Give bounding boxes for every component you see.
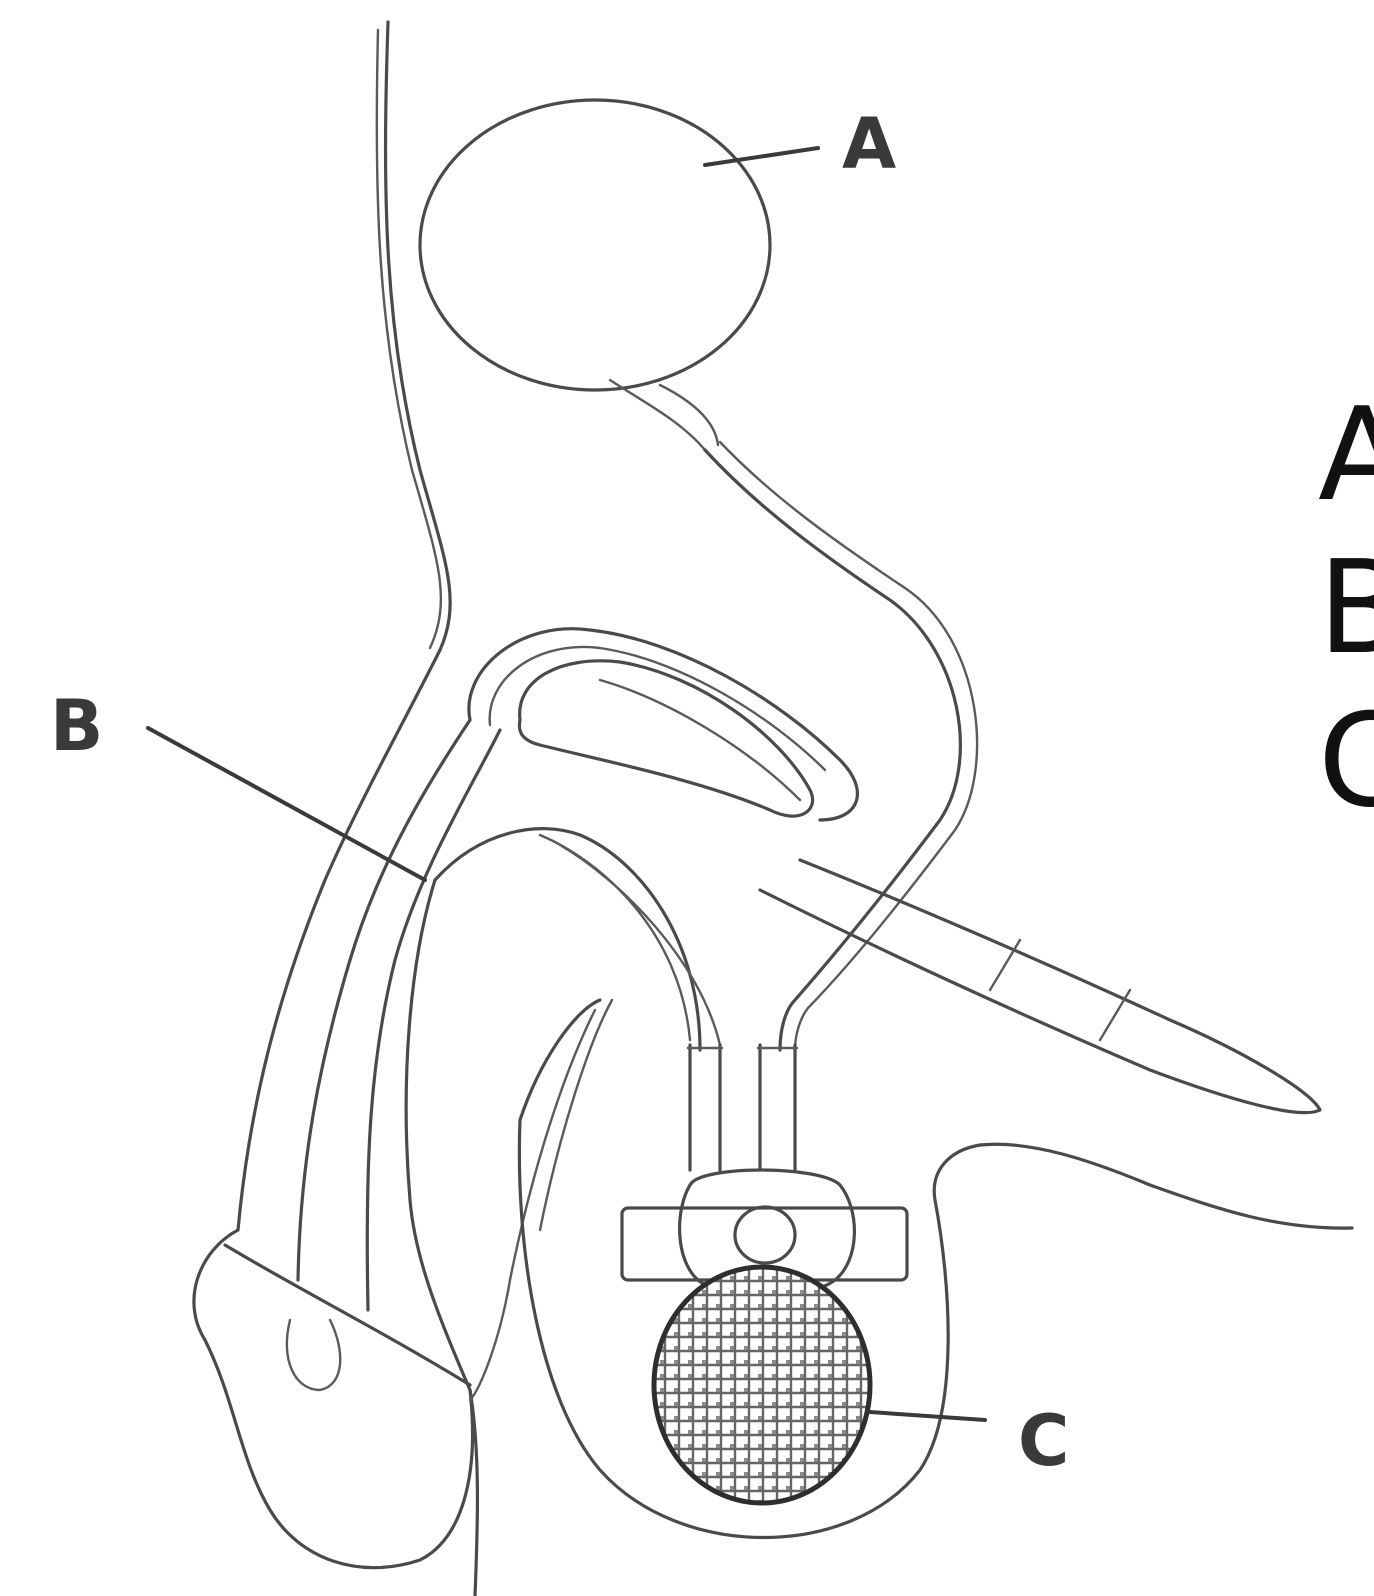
penis-shaft-upper xyxy=(435,829,700,1050)
cylinder-tube-inner xyxy=(367,730,500,1310)
reservoir-tubing-inner xyxy=(720,442,977,1050)
label-a: A xyxy=(842,103,896,185)
glans-tip xyxy=(287,1320,340,1390)
pump-connectors xyxy=(688,1045,797,1170)
reservoir-neck xyxy=(610,380,718,450)
legend-fragment-c: C xyxy=(1318,698,1374,826)
legend-fragment-b: B xyxy=(1318,545,1374,673)
reservoir-tubing-outer xyxy=(705,450,960,1050)
abdominal-wall-outline xyxy=(238,22,450,1230)
reservoir xyxy=(420,100,770,450)
catheter-tube xyxy=(760,860,1320,1113)
label-b: B xyxy=(50,685,103,767)
urethra-loop-inner xyxy=(519,661,812,816)
reservoir-balloon xyxy=(420,100,770,390)
thigh-outline xyxy=(980,1144,1352,1228)
label-b-leader xyxy=(148,728,425,880)
urethra-loop-outer xyxy=(469,629,858,820)
label-a-leader xyxy=(705,148,818,165)
glans-outline xyxy=(194,1230,473,1568)
urethra-loop-mid xyxy=(490,647,825,770)
pump-bulb xyxy=(654,1267,870,1503)
glans-band xyxy=(225,1245,470,1385)
penis-shaft-inner-tube xyxy=(540,835,720,1045)
legend-fragment-a: A xyxy=(1318,392,1374,520)
label-c: C xyxy=(1018,1400,1069,1482)
label-c-leader xyxy=(870,1412,985,1420)
cylinder-tube-outer xyxy=(298,720,470,1280)
